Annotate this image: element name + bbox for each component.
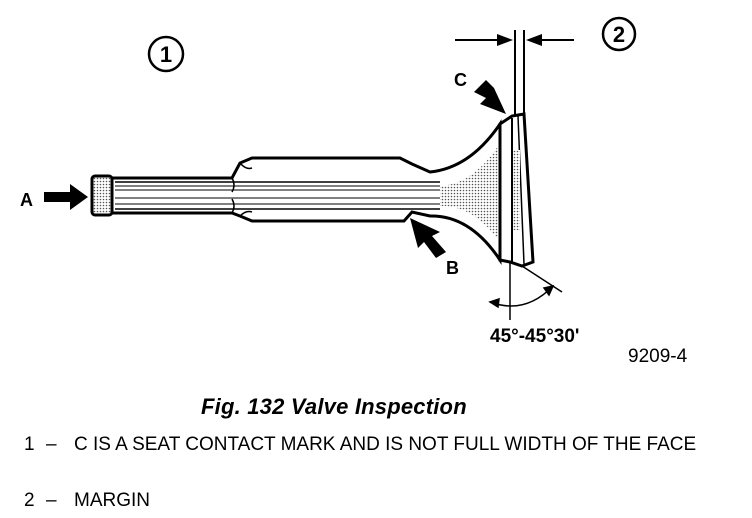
legend-text: MARGIN — [74, 490, 150, 511]
legend-number: 1 — [24, 434, 35, 455]
arrow-c: C — [454, 70, 506, 114]
arrow-b-label: B — [446, 258, 459, 278]
callout-2-label: 2 — [613, 22, 625, 47]
valve-head — [498, 112, 535, 268]
legend-item-2: 2–MARGIN — [24, 490, 734, 512]
margin-dimension — [455, 30, 574, 118]
callout-2: 2 — [601, 16, 637, 52]
legend-number: 2 — [24, 490, 35, 511]
valve-stem — [90, 119, 502, 265]
legend-dash: – — [46, 434, 57, 455]
legend-text: C IS A SEAT CONTACT MARK AND IS NOT FULL… — [74, 434, 697, 455]
figure-number: 9209-4 — [628, 346, 688, 367]
callout-1-label: 1 — [160, 42, 172, 67]
legend-dash: – — [46, 490, 57, 511]
figure-caption: Fig. 132 Valve Inspection — [201, 394, 467, 419]
callout-1: 1 — [147, 35, 185, 73]
arrow-a-label: A — [20, 190, 33, 210]
arrow-b: B — [410, 218, 459, 278]
arrow-c-label: C — [454, 70, 467, 90]
fillet-shading — [440, 140, 502, 245]
legend-item-1: 1–C IS A SEAT CONTACT MARK AND IS NOT FU… — [24, 434, 734, 456]
arrow-a: A — [20, 184, 88, 210]
angle-label: 45°-45°30' — [490, 326, 579, 347]
face-angle-indicator — [488, 262, 563, 320]
